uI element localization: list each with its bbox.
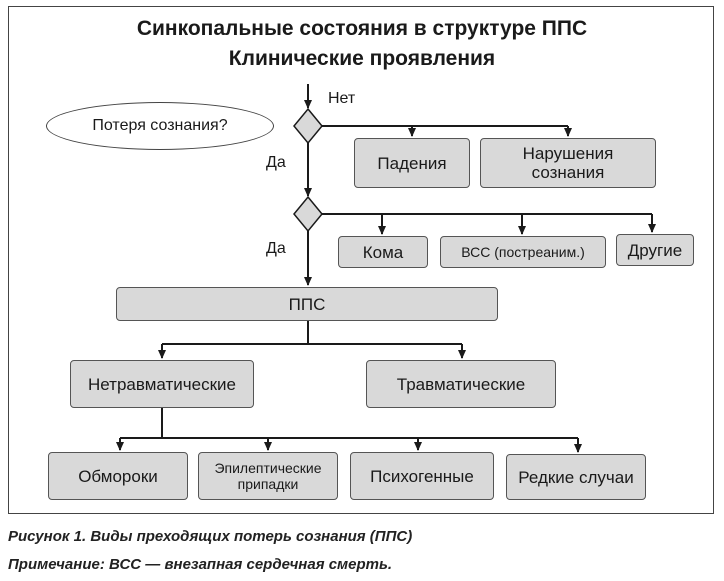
node-falls: Падения xyxy=(354,138,470,188)
diagram-title: Синкопальные состояния в структуре ППС xyxy=(136,17,588,40)
node-non-traumatic: Нетравматические xyxy=(70,360,254,408)
node-scd: ВСС (постреаним.) xyxy=(440,236,606,268)
diagram-subtitle: Клинические проявления xyxy=(228,47,496,70)
node-traumatic: Травматические xyxy=(366,360,556,408)
node-others: Другие xyxy=(616,234,694,266)
label-no: Нет xyxy=(328,90,356,107)
node-coma: Кома xyxy=(338,236,428,268)
node-pps: ППС xyxy=(116,287,498,321)
node-syncope: Обмороки xyxy=(48,452,188,500)
node-epileptic: Эпилептические припадки xyxy=(198,452,338,500)
question-ellipse: Потеря сознания? xyxy=(46,102,274,150)
label-yes-2: Да xyxy=(266,240,286,257)
label-yes-1: Да xyxy=(266,154,286,171)
decision-diamond-1 xyxy=(293,107,323,145)
figure-caption: Рисунок 1. Виды преходящих потерь сознан… xyxy=(8,528,413,545)
node-psychogenic: Психогенные xyxy=(350,452,494,500)
figure-note: Примечание: ВСС — внезапная сердечная см… xyxy=(8,556,393,573)
decision-diamond-2 xyxy=(293,195,323,233)
node-rare: Редкие случаи xyxy=(506,454,646,500)
node-consciousness-disorders: Нарушения сознания xyxy=(480,138,656,188)
